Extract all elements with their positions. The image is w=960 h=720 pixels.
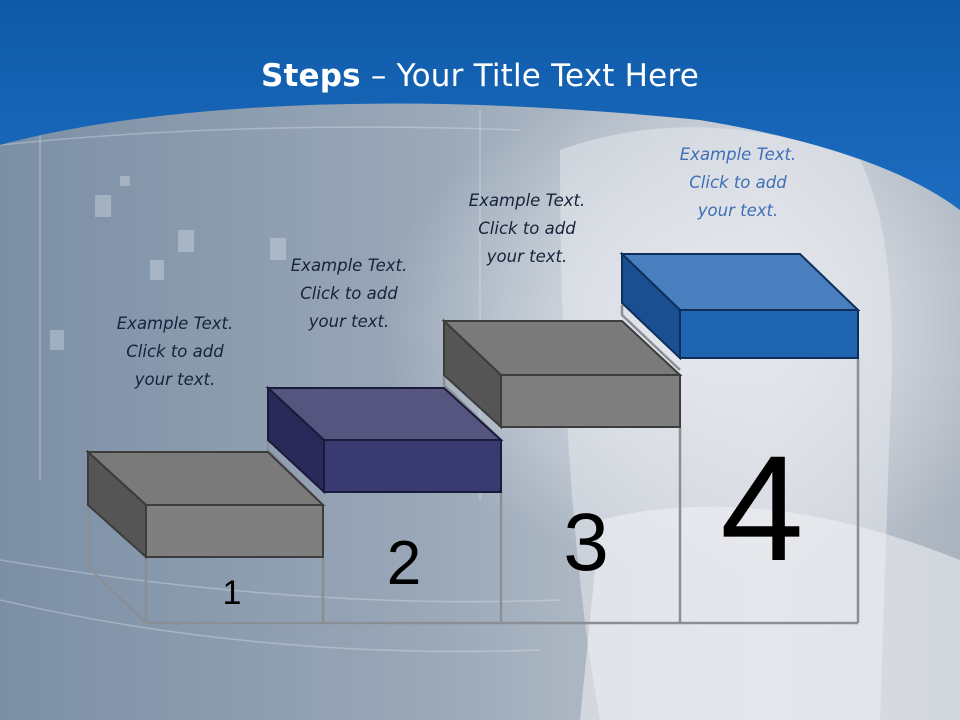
step-caption-1[interactable]: Example Text. Click to add your text. — [80, 310, 270, 394]
step-caption-4[interactable]: Example Text. Click to add your text. — [643, 141, 833, 225]
step-block-3[interactable] — [441, 318, 683, 430]
caption-line: your text. — [486, 247, 568, 266]
caption-line: Example Text. — [116, 314, 234, 333]
step-number-3: 3 — [563, 497, 609, 588]
step-number-4: 4 — [720, 424, 803, 592]
caption-line: Click to add — [689, 173, 787, 192]
step-number-2: 2 — [387, 529, 421, 598]
caption-line: Example Text. — [290, 256, 408, 275]
step-block-4[interactable] — [619, 251, 861, 361]
slide-title[interactable]: Steps – Your Title Text Here — [0, 54, 960, 98]
caption-line: Click to add — [300, 284, 398, 303]
caption-line: your text. — [697, 201, 779, 220]
caption-line: Click to add — [126, 342, 224, 361]
title-rest: – Your Title Text Here — [360, 58, 699, 94]
step-number-1: 1 — [223, 574, 242, 612]
step-caption-3[interactable]: Example Text. Click to add your text. — [432, 187, 622, 271]
caption-line: your text. — [134, 370, 216, 389]
step-caption-2[interactable]: Example Text. Click to add your text. — [254, 252, 444, 336]
caption-line: Example Text. — [468, 191, 586, 210]
caption-line: Example Text. — [679, 145, 797, 164]
step-block-2[interactable] — [265, 385, 504, 495]
step-block-1[interactable] — [85, 449, 326, 560]
title-bold: Steps — [260, 58, 361, 94]
caption-line: your text. — [308, 312, 390, 331]
caption-line: Click to add — [478, 219, 576, 238]
